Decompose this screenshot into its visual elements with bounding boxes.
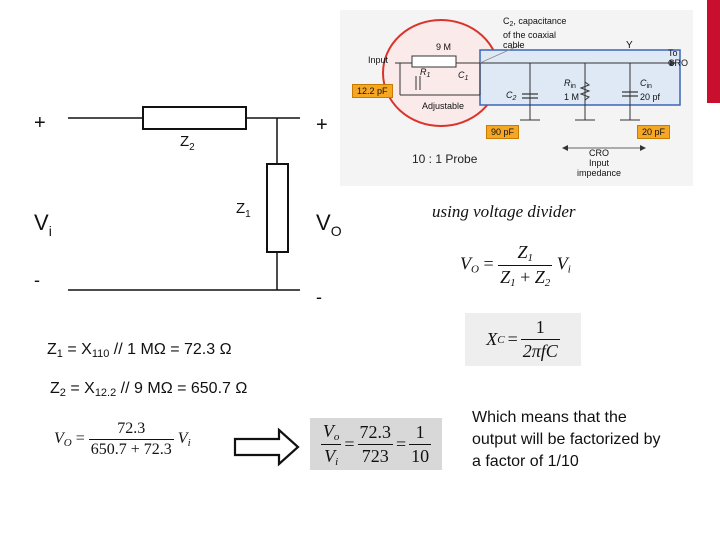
minus-in-label: - [34,270,40,290]
y-label: Y [626,40,633,51]
z1-value-line: Z1 = X110 // 1 MΩ = 72.3 Ω [47,341,232,360]
conclusion-text: Which means that the output will be fact… [472,409,661,470]
z2-label: Z2 [180,133,195,153]
probe-schematic [382,19,681,151]
adjustable-label: Adjustable [422,101,465,111]
z1-label: Z1 [236,200,251,220]
r1-label: R1 [420,67,431,79]
numeric-equation: VO = 72.3 650.7 + 72.3 Vi [54,420,191,458]
cap-12-label: 12.2 pF [352,84,393,98]
plus-in-label: + [34,112,46,134]
vo-label: VO [316,210,342,239]
cap-90-label: 90 pF [486,125,520,139]
voltage-divider-circuit [68,106,300,291]
c1-label: C1 [458,70,469,82]
voltage-divider-caption: using voltage divider [432,202,576,221]
ratio-equation: Vo Vi = 72.3 723 = 1 10 [310,418,442,470]
probe-title: 10 : 1 Probe [412,152,478,166]
r-9m-label: 9 M [436,42,452,52]
z2-value-line: Z2 = X12.2 // 9 MΩ = 650.7 Ω [50,380,248,399]
cap-20-label: 20 pF [637,125,671,139]
c2-label: C2 [506,90,517,102]
z1-resistor [266,163,289,253]
input-label: Input [368,55,389,65]
accent-bar [707,0,720,103]
divider-equation: VO = Z1 Z1 + Z2 Vi [460,242,571,289]
minus-out-label: - [316,287,322,307]
probe-figure: C2, capacitance of the coaxial cable Inp… [340,10,693,186]
plus-out-label: + [316,114,328,136]
vi-label: Vi [34,210,52,239]
cable-label: C2, capacitance of the coaxial cable [503,16,567,50]
z2-resistor [142,106,247,130]
right-arrow-icon [233,427,300,467]
